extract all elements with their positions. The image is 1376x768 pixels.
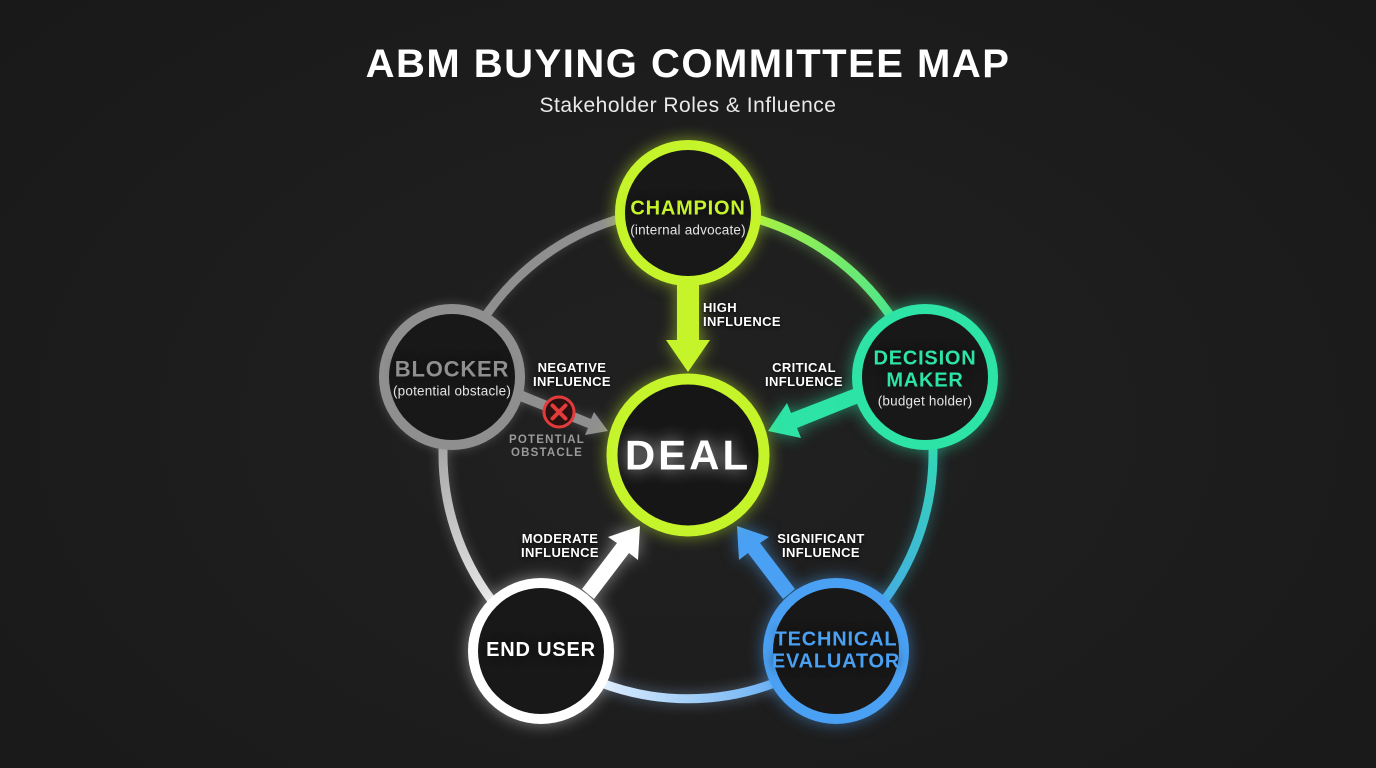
champion-node-circle <box>615 140 761 286</box>
blocker-node-circle <box>379 304 525 450</box>
moderate-influence-label: MODERATE INFLUENCE <box>521 531 599 560</box>
end-user-node-circle <box>468 578 614 724</box>
header: ABM BUYING COMMITTEE MAP Stakeholder Rol… <box>366 42 1011 118</box>
high-influence-label: HIGH INFLUENCE <box>703 300 781 329</box>
page-subtitle: Stakeholder Roles & Influence <box>539 94 837 117</box>
significant-influence-arrow <box>737 526 795 599</box>
blocked-x-icon <box>542 395 576 429</box>
significant-influence-label: SIGNIFICANT INFLUENCE <box>777 531 865 560</box>
critical-influence-arrow <box>768 389 859 438</box>
critical-influence-label: CRITICAL INFLUENCE <box>765 360 843 389</box>
decision-maker-node-circle <box>852 304 998 450</box>
negative-influence-label: NEGATIVE INFLUENCE <box>533 360 611 389</box>
page-title: ABM BUYING COMMITTEE MAP <box>365 42 1011 86</box>
moderate-influence-arrow <box>582 526 640 599</box>
high-influence-arrow <box>666 285 710 372</box>
technical-evaluator-node-circle <box>763 578 909 724</box>
deal-node-circle <box>606 373 770 537</box>
potential-obstacle-note: POTENTIAL OBSTACLE <box>509 434 585 459</box>
